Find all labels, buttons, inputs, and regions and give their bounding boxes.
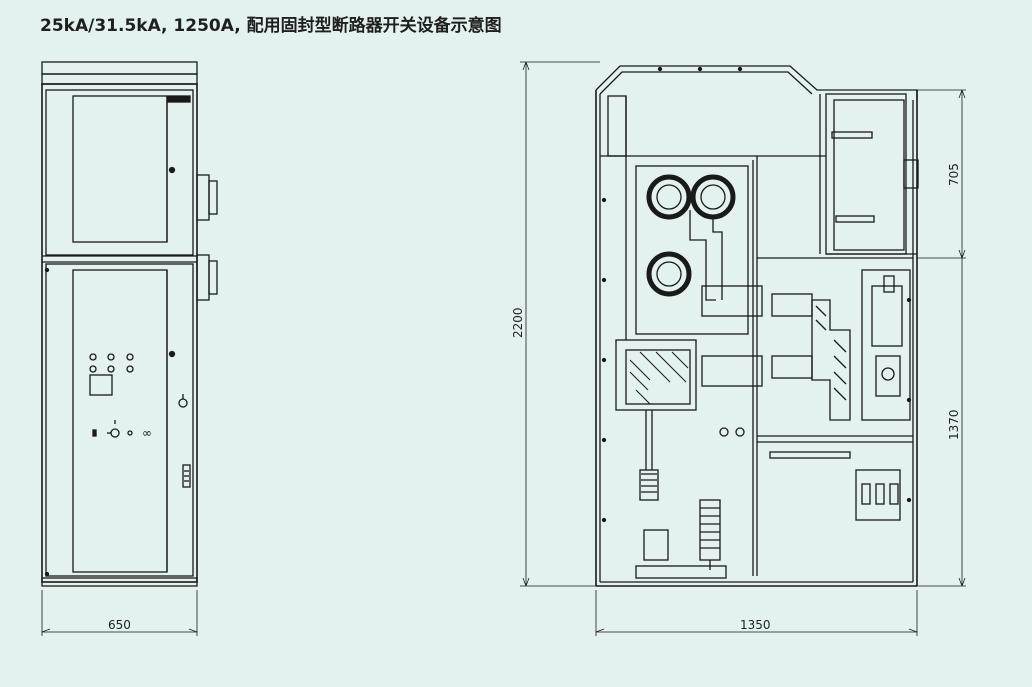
dim-upper-height: 705 xyxy=(947,163,961,186)
side-dimensions xyxy=(520,61,966,636)
page-title: 25kA/31.5kA, 1250A, 配用固封型断路器开关设备示意图 xyxy=(40,16,502,36)
front-view: ∞ xyxy=(41,61,218,636)
dim-side-depth: 1350 xyxy=(740,618,771,632)
dim-lower-height: 1370 xyxy=(947,409,961,440)
svg-text:∞: ∞ xyxy=(142,426,152,440)
dim-side-height: 2200 xyxy=(511,307,525,338)
side-view xyxy=(595,65,919,587)
dim-front-width: 650 xyxy=(108,618,131,632)
